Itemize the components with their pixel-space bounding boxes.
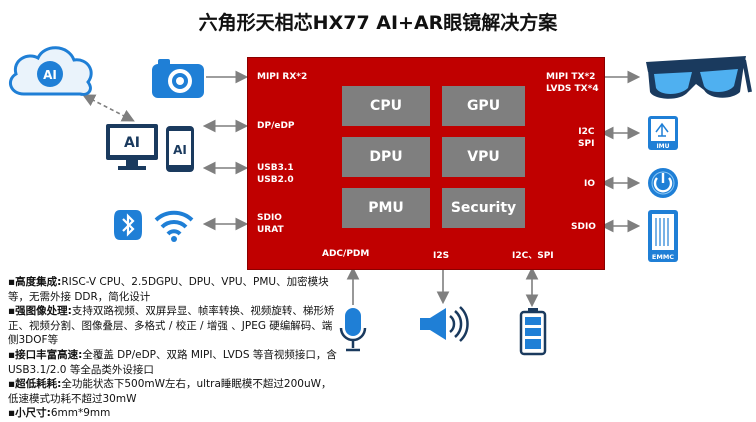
monitor-icon-label: AI	[124, 135, 140, 151]
feature-item-interfaces: ▪接口丰富高速:全覆盖 DP/eDP、双路 MIPI、LVDS 等音视频接口，含…	[8, 348, 337, 376]
feature-item-size: ▪小尺寸:6mm*9mm	[8, 407, 111, 420]
block-vpu: VPU	[442, 137, 525, 177]
emmc-icon: EMMC	[648, 210, 678, 262]
port-adc-pdm: ADC/PDM	[322, 249, 370, 259]
battery-icon	[519, 308, 547, 356]
block-security: Security	[442, 188, 525, 228]
phone-icon: AI	[166, 126, 194, 172]
cloud-icon: AI	[8, 46, 93, 96]
feature-list: ▪高度集成:RISC-V CPU、2.5DGPU、DPU、VPU、PMU、加密模…	[8, 275, 338, 421]
port-sdio-right: SDIO	[571, 222, 596, 232]
feature-item-power: ▪超低耗耗:全功能状态下500mW左右，ultra睡眠模不超过200uW，低速模…	[8, 378, 332, 405]
imu-icon-label: IMU	[656, 143, 669, 150]
block-gpu: GPU	[442, 86, 525, 126]
port-i2s: I2S	[433, 251, 450, 261]
port-i2c-spi-bottom: I2C、SPI	[512, 251, 554, 261]
cloud-icon-label: AI	[43, 68, 57, 82]
phone-icon-label: AI	[173, 143, 187, 157]
arrow-cloud	[82, 94, 135, 122]
ar-glasses-icon	[646, 56, 752, 99]
port-mipi-rx: MIPI RX*2	[257, 72, 308, 82]
emmc-icon-label: EMMC	[652, 253, 674, 261]
port-dp-edp: DP/eDP	[257, 121, 295, 131]
microphone-icon	[339, 308, 367, 352]
wifi-icon	[154, 210, 194, 242]
page-title: 六角形天相芯HX77 AI+AR眼镜解决方案	[198, 12, 558, 34]
port-usb: USB3.1 USB2.0	[257, 163, 294, 185]
imu-icon: IMU	[648, 116, 678, 150]
feature-item-image-processing: ▪强图像处理:支持双路视频、双屏异显、帧率转换、视频旋转、梯形矫正、视频分割、图…	[8, 305, 335, 347]
block-cpu: CPU	[342, 86, 430, 126]
power-icon	[648, 168, 678, 198]
port-i2c-spi-right: I2C SPI	[578, 127, 595, 149]
port-mipi-tx-lvds: MIPI TX*2 LVDS TX*4	[546, 72, 599, 94]
feature-item-integration: ▪高度集成:RISC-V CPU、2.5DGPU、DPU、VPU、PMU、加密模…	[8, 276, 329, 303]
speaker-icon	[420, 306, 469, 342]
monitor-icon: AI	[106, 124, 158, 170]
camera-icon	[152, 59, 204, 98]
port-sdio-urat: SDIO URAT	[257, 213, 284, 235]
block-dpu: DPU	[342, 137, 430, 177]
port-io: IO	[584, 179, 595, 189]
block-pmu: PMU	[342, 188, 430, 228]
bluetooth-icon	[114, 210, 142, 240]
